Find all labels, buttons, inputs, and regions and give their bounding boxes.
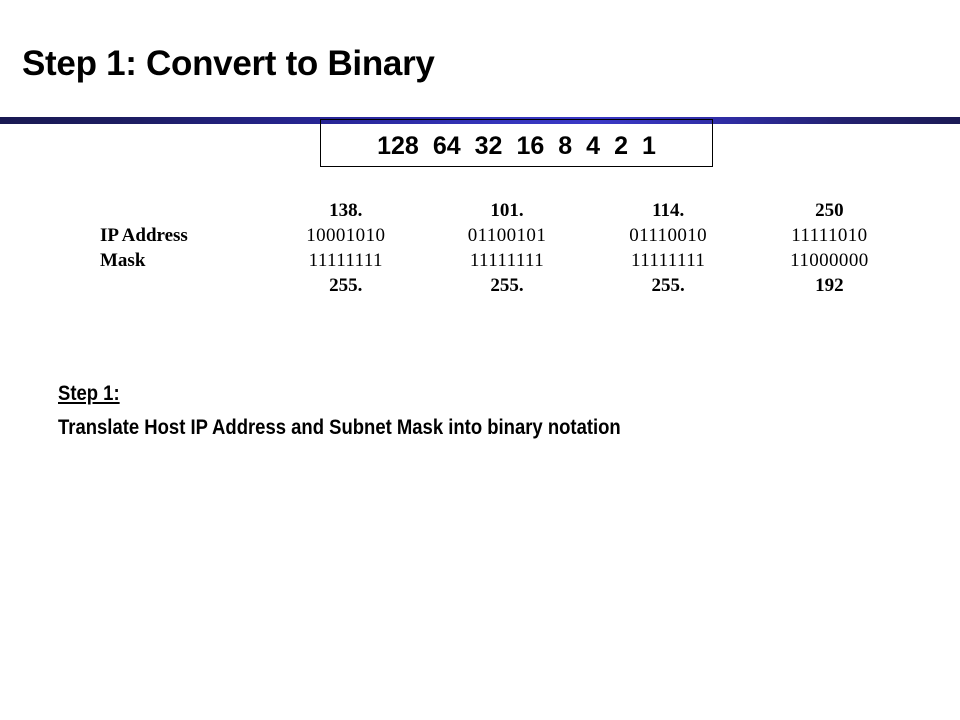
ip-decimal-octet-1: 138. [329,199,363,221]
place-value-64: 64 [432,132,461,160]
instruction-heading: Step 1: [58,382,120,405]
ip-decimal-octet-2: 101. [490,199,524,221]
place-value-8: 8 [558,132,573,160]
ip-binary-octet-2: 01100101 [467,224,547,246]
instruction-heading-line: Step 1: [58,381,918,407]
instruction-block: Step 1: Translate Host IP Address and Su… [58,381,918,441]
title-divider-bar [0,117,960,124]
ip-binary-octet-4: 11111010 [791,224,868,246]
place-value-2: 2 [614,132,628,160]
table-row-decimal-ip: 138. 101. 114. 250 [100,198,910,223]
row-label-blank-top [100,198,265,223]
mask-decimal-octet-2: 255. [490,274,524,296]
mask-binary-octet-3: 11111111 [631,249,706,271]
place-value-4: 4 [586,132,601,160]
mask-binary-octet-1: 11111111 [308,249,383,271]
place-value-32: 32 [474,132,503,160]
table-row-decimal-mask: 255. 255. 255. 192 [100,273,910,298]
ip-binary-octet-1: 10001010 [306,224,386,246]
place-value-128: 128 [377,132,419,160]
ip-binary-octet-3: 01110010 [629,224,708,246]
table-row-mask: Mask 11111111 11111111 11111111 11000000 [100,248,910,273]
row-label-mask: Mask [100,249,146,271]
page-title: Step 1: Convert to Binary [22,44,435,83]
binary-conversion-table: 138. 101. 114. 250 IP Address 10001010 0… [100,198,910,298]
mask-decimal-octet-1: 255. [329,274,363,296]
row-label-blank-bottom [100,273,265,298]
mask-decimal-octet-3: 255. [651,274,685,296]
row-label-ip-address: IP Address [100,224,188,246]
place-value-16: 16 [516,132,545,160]
mask-decimal-octet-4: 192 [815,274,844,296]
mask-binary-octet-4: 11000000 [790,249,869,271]
instruction-body-line: Translate Host IP Address and Subnet Mas… [58,407,918,441]
table-row-ip-address: IP Address 10001010 01100101 01110010 11… [100,223,910,248]
mask-binary-octet-2: 11111111 [469,249,545,271]
place-value-row: 128 64 32 16 8 4 2 1 [373,126,660,160]
ip-decimal-octet-4: 250 [815,199,844,221]
ip-decimal-octet-3: 114. [652,199,685,221]
place-value-box: 128 64 32 16 8 4 2 1 [320,119,713,167]
instruction-body: Translate Host IP Address and Subnet Mas… [58,416,621,439]
place-value-1: 1 [641,132,656,160]
